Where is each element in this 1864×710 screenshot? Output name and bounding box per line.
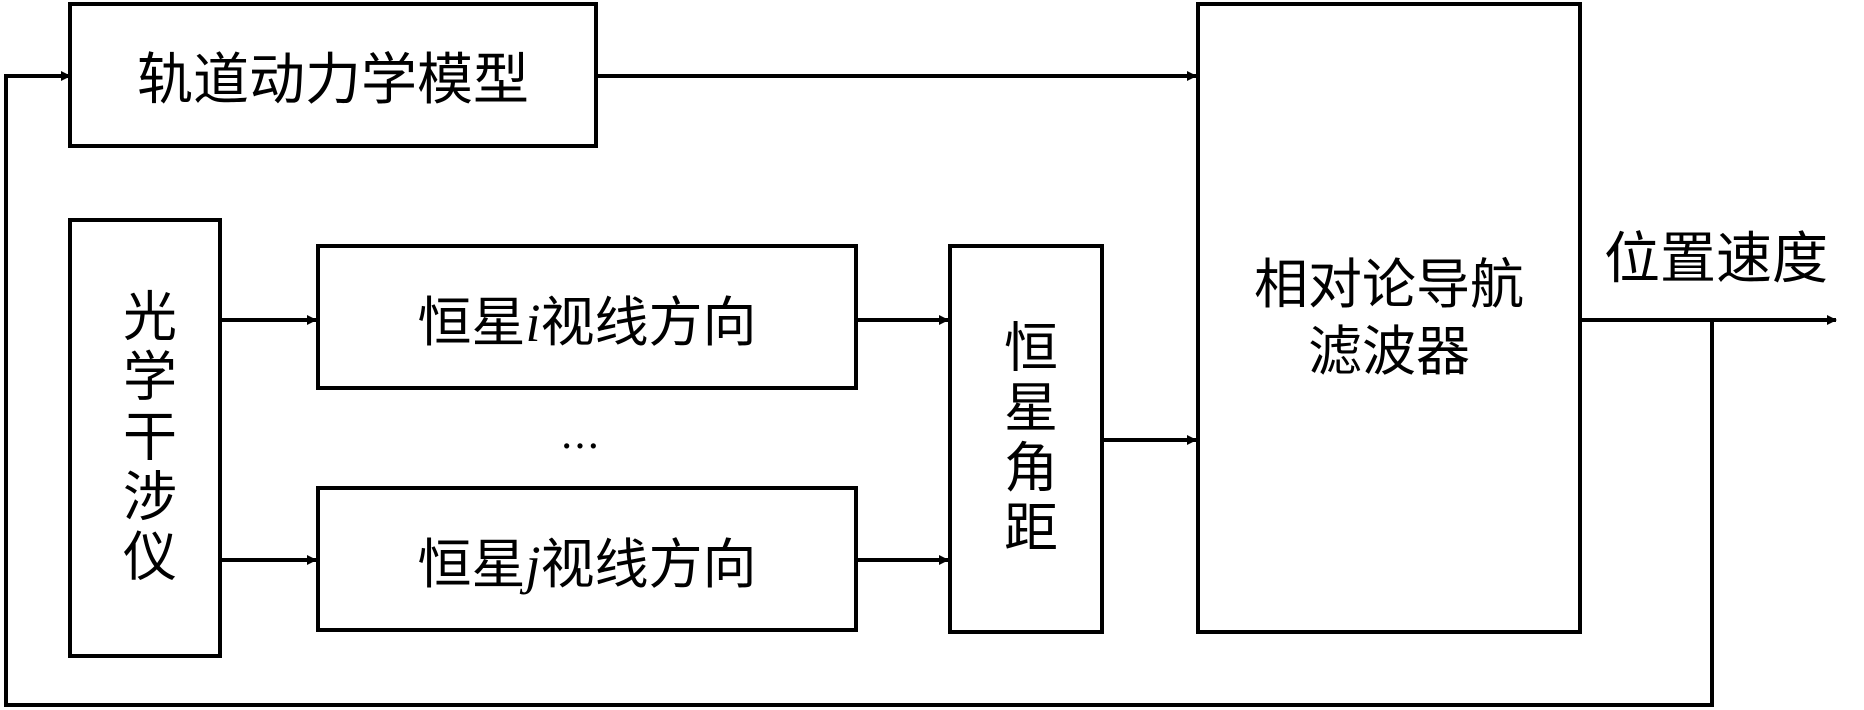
star-angular-distance-label: 恒星角距: [994, 319, 1058, 559]
star-i-index: i: [525, 292, 541, 353]
optical-interferometer-box: 光学干涉仪: [68, 218, 222, 658]
feedback-loop: [4, 71, 1714, 707]
filter-label: 相对论导航 滤波器: [1254, 251, 1524, 386]
star-j-direction-label: 恒星j视线方向: [417, 520, 756, 599]
orbit-dynamics-model-box: 轨道动力学模型: [68, 2, 598, 148]
star-i-direction-box: 恒星i视线方向: [316, 244, 858, 390]
star-j-suffix: 视线方向: [540, 532, 757, 596]
ellipsis: …: [560, 412, 600, 458]
star-i-direction-label: 恒星i视线方向: [417, 278, 756, 357]
orbit-dynamics-model-label: 轨道动力学模型: [137, 47, 529, 113]
star-i-prefix: 恒星: [417, 290, 526, 354]
filter-label-line1: 相对论导航: [1254, 252, 1524, 316]
output-label: 位置速度: [1604, 227, 1828, 292]
filter-label-line2: 滤波器: [1308, 320, 1470, 383]
star-angular-distance-box: 恒星角距: [948, 244, 1104, 634]
optical-interferometer-label: 光学干涉仪: [113, 288, 177, 588]
star-j-index: j: [525, 534, 541, 595]
star-j-direction-box: 恒星j视线方向: [316, 486, 858, 632]
star-j-prefix: 恒星: [417, 532, 526, 596]
relativistic-navigation-filter-box: 相对论导航 滤波器: [1196, 2, 1582, 634]
star-i-suffix: 视线方向: [540, 290, 757, 354]
